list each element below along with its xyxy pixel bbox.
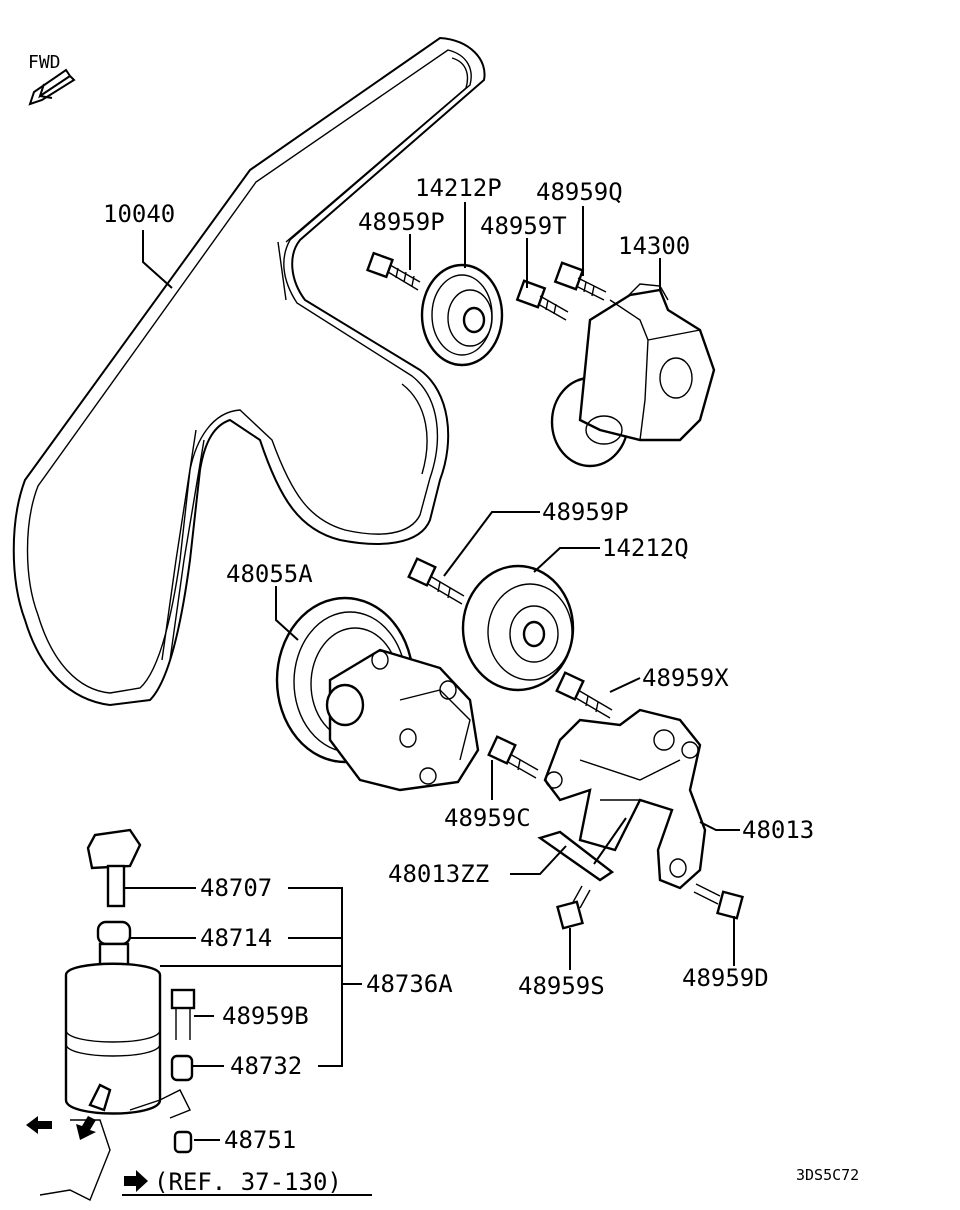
label-48013: 48013 (742, 816, 814, 844)
reservoir-bolt (170, 988, 196, 1040)
part-labels: 10040 14212P 48959Q 48959P 48959T 14300 … (103, 174, 814, 1154)
label-48707: 48707 (200, 874, 272, 902)
drawing-code: 3DS5C72 (796, 1166, 859, 1184)
label-48959s: 48959S (518, 972, 605, 1000)
label-14212p: 14212P (415, 174, 502, 202)
bracket (543, 708, 707, 890)
reservoir-tank (39, 962, 191, 1201)
arrow-right-icon (124, 1170, 148, 1192)
label-48714: 48714 (200, 924, 272, 952)
bolt-48959p-top (365, 251, 421, 291)
label-48751: 48751 (224, 1126, 296, 1154)
tensioner (550, 283, 716, 468)
label-48959p-top: 48959P (358, 208, 445, 236)
arrow-left-icon (26, 1116, 52, 1134)
arrow-down-icon (76, 1116, 96, 1140)
bolt-48959p-mid (407, 557, 465, 605)
label-48055a: 48055A (226, 560, 313, 588)
bracket-plate (537, 830, 615, 882)
leader-lines (122, 202, 740, 1196)
reference-text: (REF. 37-130) (154, 1168, 342, 1196)
label-14212q: 14212Q (602, 534, 689, 562)
label-10040: 10040 (103, 200, 175, 228)
reservoir-nut (170, 1054, 194, 1082)
label-14300: 14300 (618, 232, 690, 260)
label-48736a: 48736A (366, 970, 453, 998)
reservoir-cap (86, 828, 142, 908)
reservoir-grommet (173, 1130, 193, 1154)
drive-belt (12, 36, 486, 707)
bolt-48959q (553, 261, 607, 301)
fwd-indicator: FWD (28, 52, 76, 106)
label-48959c: 48959C (444, 804, 531, 832)
label-48959d: 48959D (682, 964, 769, 992)
bolt-48959t (515, 279, 569, 321)
label-48959b: 48959B (222, 1002, 309, 1030)
label-48959p-mid: 48959P (542, 498, 629, 526)
bolt-48959x (555, 671, 613, 719)
label-48959q: 48959Q (536, 178, 623, 206)
reference-note: (REF. 37-130) (124, 1168, 342, 1196)
hose-outlet-arrows (26, 1116, 96, 1140)
bolt-48959d (693, 883, 744, 920)
idler-pulley-lower (461, 564, 575, 692)
power-steering-pump (275, 596, 480, 792)
label-48959t: 48959T (480, 212, 567, 240)
bolt-48959c (487, 735, 539, 779)
idler-pulley-top (420, 263, 504, 367)
fwd-label: FWD (28, 52, 61, 73)
label-48013zz: 48013ZZ (388, 860, 489, 888)
bolt-48959s (556, 885, 591, 930)
fwd-arrow-icon (28, 68, 76, 106)
label-48732: 48732 (230, 1052, 302, 1080)
label-48959x: 48959X (642, 664, 729, 692)
